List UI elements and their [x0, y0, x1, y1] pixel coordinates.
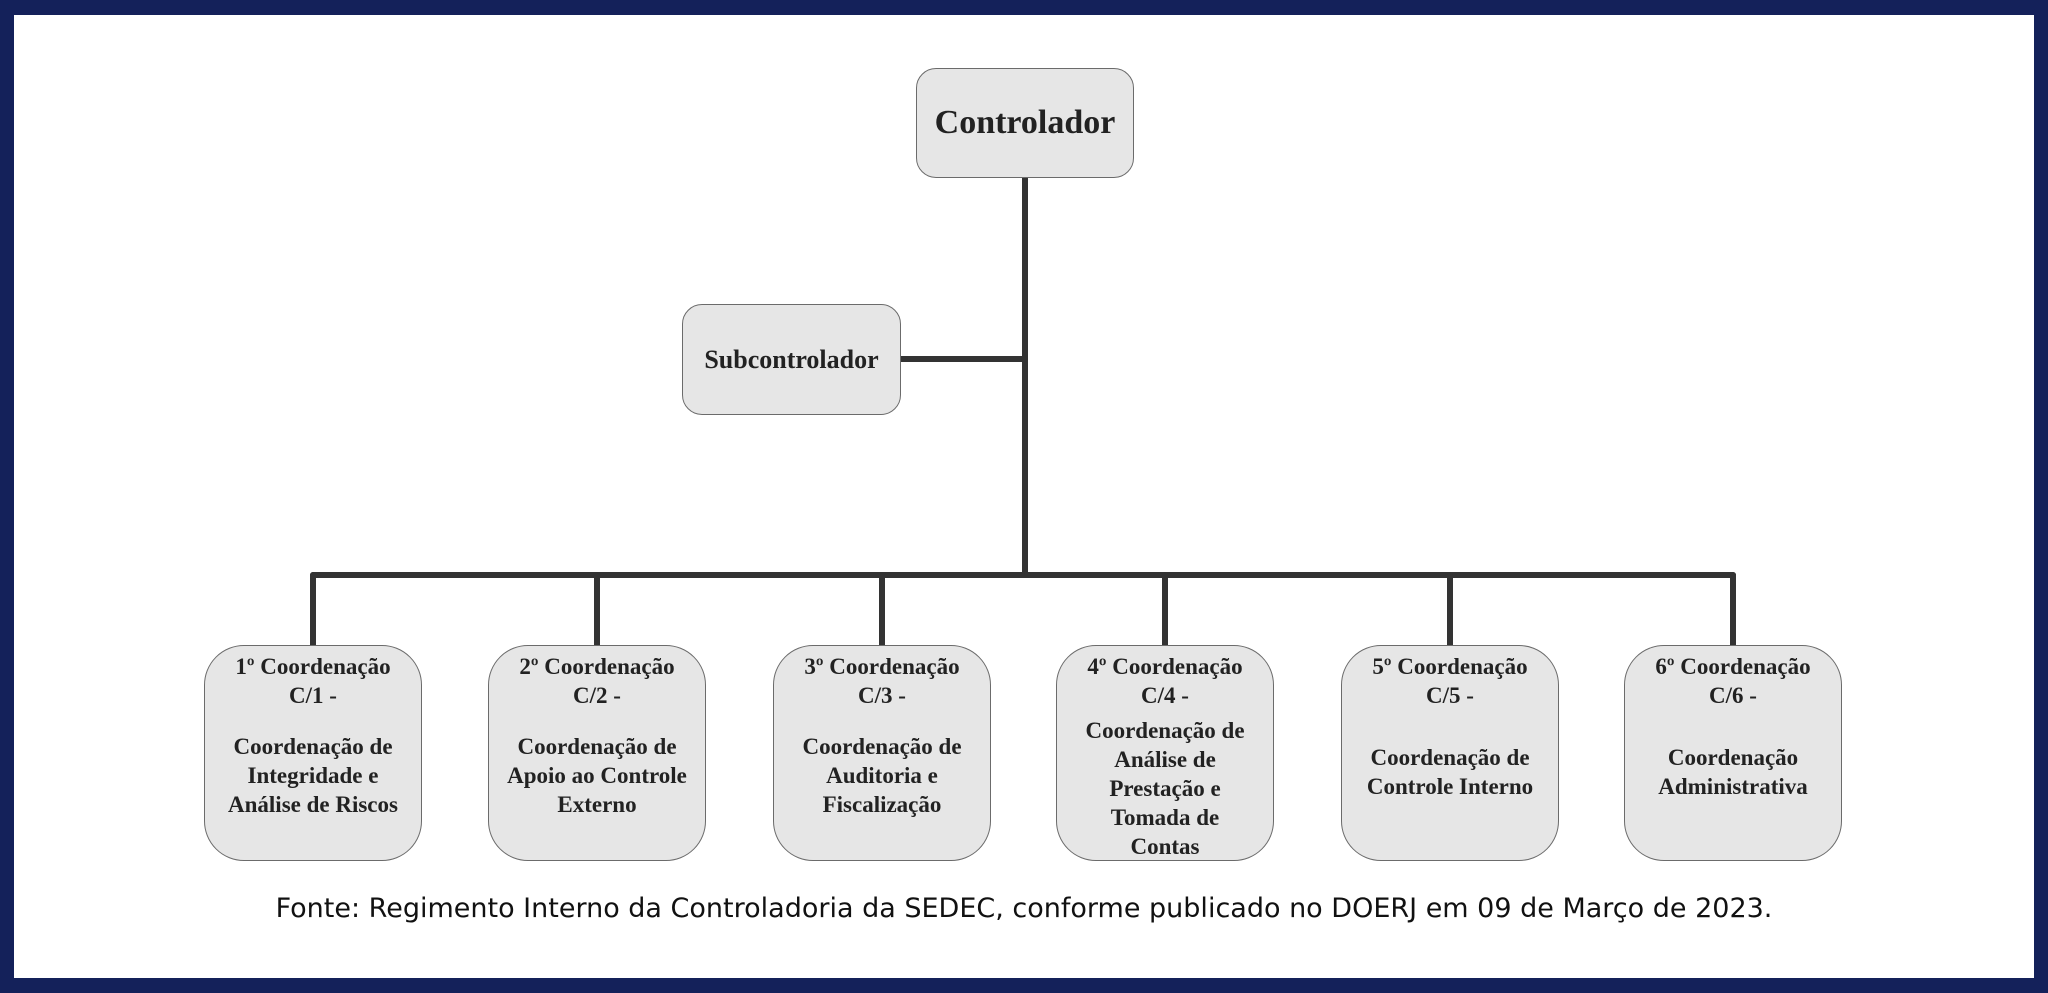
coord-code: C/1 - [289, 683, 337, 708]
coord-name: Coordenação de Análise de Prestação e To… [1085, 718, 1245, 859]
subcontrolador-label: Subcontrolador [704, 344, 879, 374]
coord-title: 5º Coordenação [1372, 654, 1528, 679]
coord-code: C/5 - [1426, 683, 1474, 708]
coord-name: Coordenação de Apoio ao Controle Externo [507, 733, 687, 817]
source-caption: Fonte: Regimento Interno da Controladori… [275, 893, 1773, 924]
coord-title: 4º Coordenação [1087, 654, 1243, 679]
coord-code: C/2 - [573, 683, 621, 708]
coord-code: C/3 - [858, 683, 906, 708]
coord-name: Coordenação de Controle Interno [1366, 745, 1534, 799]
controlador-label: Controlador [934, 104, 1116, 141]
coord-code: C/4 - [1141, 683, 1189, 708]
coord-name: Coordenação de Integridade e Análise de … [228, 733, 398, 817]
coord-title: 2º Coordenação [519, 654, 675, 679]
subcontrolador-box: Subcontrolador [682, 304, 901, 415]
coord-title: 3º Coordenação [804, 654, 960, 679]
coord-name: Coordenação de Auditoria e Fiscalização [802, 733, 962, 817]
coord-name: Coordenação Administrativa [1658, 745, 1808, 799]
coord-title: 1º Coordenação [235, 654, 391, 679]
controlador-box: Controlador [916, 68, 1134, 178]
coord-title: 6º Coordenação [1655, 654, 1811, 679]
coord-code: C/6 - [1709, 683, 1757, 708]
